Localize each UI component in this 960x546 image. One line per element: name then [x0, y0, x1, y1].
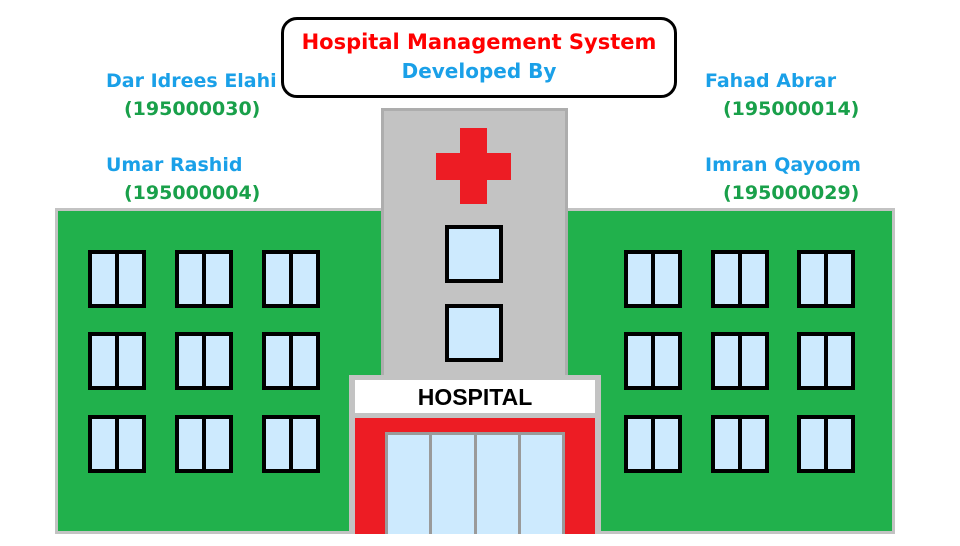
door-panel [388, 435, 433, 534]
window [624, 250, 682, 308]
door-panel [477, 435, 521, 534]
window [175, 250, 233, 308]
window [175, 415, 233, 473]
entrance-doors [385, 432, 565, 534]
window [797, 250, 855, 308]
developer-name: Dar Idrees Elahi [106, 70, 277, 92]
window [88, 250, 146, 308]
window [88, 415, 146, 473]
title-box: Hospital Management System Developed By [281, 17, 677, 98]
window [175, 332, 233, 390]
developer-id: (195000004) [124, 182, 261, 204]
developer-id: (195000030) [124, 98, 261, 120]
developer-name: Fahad Abrar [705, 70, 837, 92]
developer-id: (195000029) [723, 182, 860, 204]
window [88, 332, 146, 390]
window [624, 415, 682, 473]
window [711, 332, 769, 390]
door-panel [521, 435, 562, 534]
window [262, 415, 320, 473]
window [711, 415, 769, 473]
red-cross-icon [436, 153, 511, 180]
window [797, 415, 855, 473]
tower-window [445, 304, 503, 362]
app-title: Hospital Management System [301, 30, 657, 54]
developer-name: Imran Qayoom [705, 154, 861, 176]
window [797, 332, 855, 390]
developed-by-label: Developed By [401, 59, 557, 83]
developer-name: Umar Rashid [106, 154, 243, 176]
window [624, 332, 682, 390]
tower-window [445, 225, 503, 283]
window [711, 250, 769, 308]
window [262, 250, 320, 308]
developer-id: (195000014) [723, 98, 860, 120]
window [262, 332, 320, 390]
hospital-sign: HOSPITAL [355, 380, 595, 413]
door-panel [432, 435, 477, 534]
